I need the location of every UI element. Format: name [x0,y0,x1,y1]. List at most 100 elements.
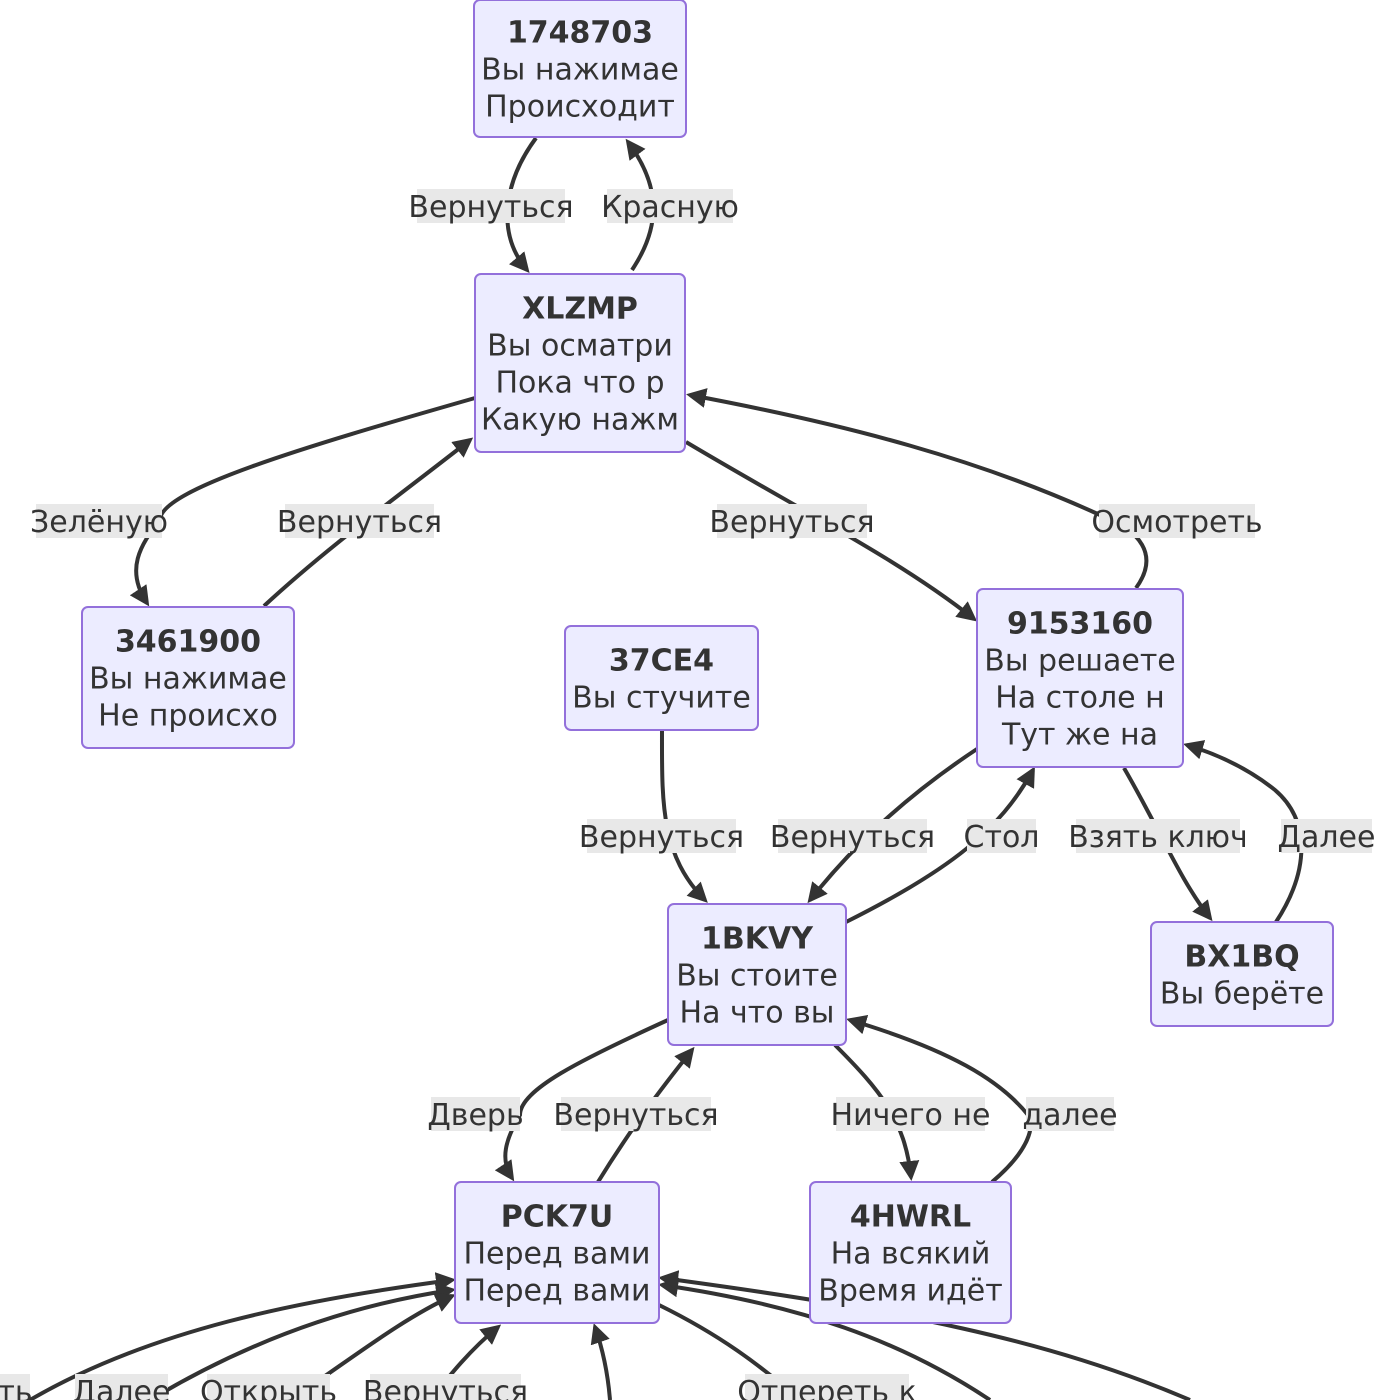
edge-label-bg [1281,819,1372,853]
edge-line [658,1277,992,1400]
node-text-line: Тут же на [1001,718,1158,753]
node-box [809,1181,1012,1324]
node-text-line: Время идёт [818,1274,1002,1309]
edge-label-bg [561,1097,711,1131]
edge-label: Вернуться [709,504,875,540]
edge-label-text: Вернуться [363,1375,528,1400]
edge-label-text: Зелёную [30,505,168,540]
node-box [976,588,1184,768]
edge-?-PCK7U [658,1277,992,1400]
edge-label-text: ть [0,1375,33,1400]
edge-label-bg [0,1374,30,1400]
node-box [564,625,759,731]
node-box [1150,921,1334,1027]
edge-label-text: Осмотреть [1091,505,1262,540]
edge-label: Дверь [427,1097,524,1133]
node-text-line: Вы решаете [984,644,1176,679]
node-id: 3461900 [115,625,261,660]
edge-label-text: Открыть [200,1375,337,1400]
edge-label: Вернуться [553,1097,719,1133]
node-box [473,0,687,138]
edge-label-bg [36,504,162,538]
edge-label-text: Вернуться [579,820,744,855]
edge-label-bg [836,1097,985,1131]
edge-line [590,1323,612,1400]
edge-label-text: Отпереть к [737,1375,916,1400]
node-text-line: Вы нажимае [89,662,287,697]
edge-line [846,1015,1033,1184]
node-text-line: Вы стоите [676,959,838,994]
node-id: 37CE4 [609,644,714,679]
edge-line [494,1018,669,1182]
edge-label-bg [417,189,565,223]
node-text-line: Вы стучите [572,681,751,716]
edge-line [129,396,476,607]
edge-label-bg [717,504,867,538]
edge-label-bg [75,1374,168,1400]
node-id: XLZMP [522,292,638,327]
node-text-line: Вы берёте [1160,977,1324,1012]
node-text-line: На столе н [995,681,1165,716]
node-id: 9153160 [1007,607,1153,642]
edge-?-PCK7U [658,1270,1191,1400]
node-text-line: Пока что р [495,366,664,401]
edge-label-text: Далее [1278,820,1376,855]
node-text-line: На всякий [831,1237,991,1272]
edge-label-text: Стол [964,820,1040,855]
edge-line [1183,740,1304,924]
edge-label: Открыть [200,1374,337,1400]
edge-label-bg [370,1374,521,1400]
edge-label-bg [1076,819,1240,853]
node-box [667,903,847,1046]
edge-label-bg [1026,1097,1114,1131]
node-box [81,606,295,749]
edge-label: Отпереть к [737,1374,917,1400]
edge-label-text: Красную [601,190,739,225]
node-text-line: Происходит [485,90,675,125]
edge-label-text: далее [1022,1098,1117,1133]
edge-line [659,730,708,903]
edge-label-text: Дверь [427,1098,523,1133]
edge-label-text: Взять ключ [1068,820,1248,855]
edge-label: Вернуться [363,1374,528,1400]
edge-?-PCK7U [590,1323,612,1400]
node-text-line: Какую нажм [481,403,679,438]
edge-label-text: Далее [73,1375,171,1400]
edge-line [845,766,1035,924]
edge-label-bg [207,1374,330,1400]
node-id: 1748703 [507,16,653,51]
edge-label-text: Вернуться [277,505,442,540]
edge-label: Ничего не [831,1097,991,1133]
edge-37CE4-1BKVY [659,730,708,903]
edge-label: Вернуться [277,504,442,540]
edge-1BKVY-PCK7U [494,1018,669,1182]
edge-label: Взять ключ [1068,819,1248,855]
edge-label-bg [607,189,733,223]
edge-label-bg [285,504,434,538]
node-box [454,1181,660,1324]
edge-label: Зелёную [30,504,168,540]
edge-label-text: Ничего не [831,1098,991,1133]
edge-label-text: Вернуться [770,820,935,855]
edge-label: Вернуться [770,819,935,855]
edge-label-bg [431,1097,520,1131]
edge-?-PCK7U [28,1272,456,1400]
edge-line [148,1282,456,1400]
node-box [474,273,686,453]
node-text-line: Вы нажимае [481,53,679,88]
node-text-line: Вы осматри [487,329,673,364]
edge-label-text: Вернуться [408,190,573,225]
edge-label-bg [1099,504,1255,538]
edge-label: Вернуться [579,819,744,855]
